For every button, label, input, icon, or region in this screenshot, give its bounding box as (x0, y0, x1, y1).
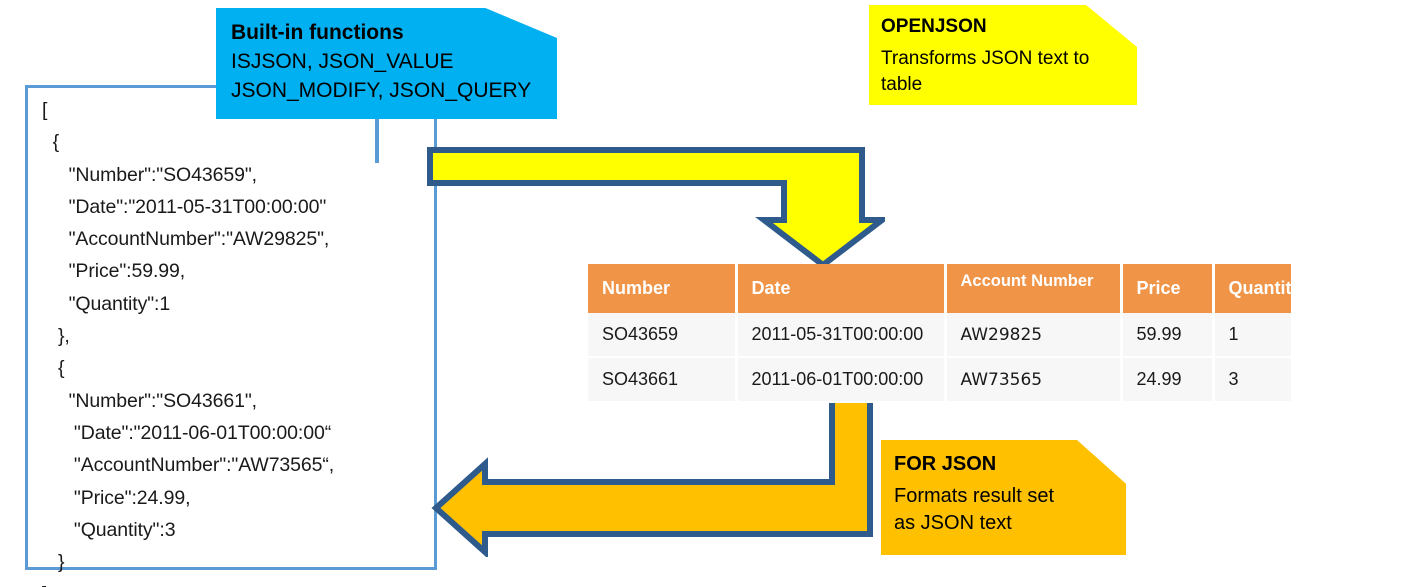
builtin-functions-connector-line (375, 115, 379, 163)
table-header-date: Date (736, 264, 947, 313)
callout-openjson-title: OPENJSON (881, 16, 987, 37)
cell-account-number: AW29825 (945, 313, 1123, 358)
table-row: SO43661 2011-06-01T00:00:00 AW73565 24.9… (588, 357, 1291, 403)
json-document-box: [ { "Number":"SO43659", "Date":"2011-05-… (25, 85, 437, 587)
cell-account-number: AW73565 (945, 357, 1123, 403)
result-table: Number Date Account Number Price Quantit… (588, 264, 1302, 403)
callout-for-json: FOR JSON Formats result set as JSON text (881, 440, 1126, 555)
openjson-flow-arrow-icon (427, 147, 885, 269)
cell-date: 2011-05-31T00:00:00 (736, 313, 947, 358)
table-header-price: Price (1121, 264, 1215, 313)
cell-quantity: 3 (1213, 357, 1291, 403)
callout-for-json-title: FOR JSON (894, 453, 997, 475)
table-header-row: Number Date Account Number Price Quantit… (588, 264, 1302, 313)
cell-price: 59.99 (1121, 313, 1215, 358)
forjson-flow-arrow-icon (431, 394, 873, 557)
table-header-number: Number (588, 264, 738, 313)
cell-quantity: 1 (1213, 313, 1291, 358)
callout-openjson: OPENJSON Transforms JSON text to table (869, 5, 1137, 105)
table-header-quantity: Quantity (1213, 264, 1302, 313)
table-header-account-number: Account Number (945, 264, 1123, 313)
cell-number: SO43661 (588, 357, 738, 403)
callout-openjson-line2: table (881, 74, 923, 95)
cell-number: SO43659 (588, 313, 738, 358)
cell-date: 2011-06-01T00:00:00 (736, 357, 947, 403)
json-document-text: [ { "Number":"SO43659", "Date":"2011-05-… (42, 99, 335, 587)
callout-openjson-line1: Transforms JSON text to (881, 48, 1090, 69)
callout-for-json-line2: as JSON text (894, 512, 1012, 534)
callout-for-json-line1: Formats result set (894, 485, 1055, 507)
table-row: SO43659 2011-05-31T00:00:00 AW29825 59.9… (588, 313, 1291, 358)
cell-price: 24.99 (1121, 357, 1215, 403)
callout-built-in-functions: Built-in functions ISJSON, JSON_VALUE JS… (216, 8, 557, 119)
callout-built-in-functions-line2: JSON_MODIFY, JSON_QUERY (231, 79, 532, 102)
callout-built-in-functions-title: Built-in functions (231, 21, 404, 44)
callout-built-in-functions-line1: ISJSON, JSON_VALUE (231, 50, 454, 73)
